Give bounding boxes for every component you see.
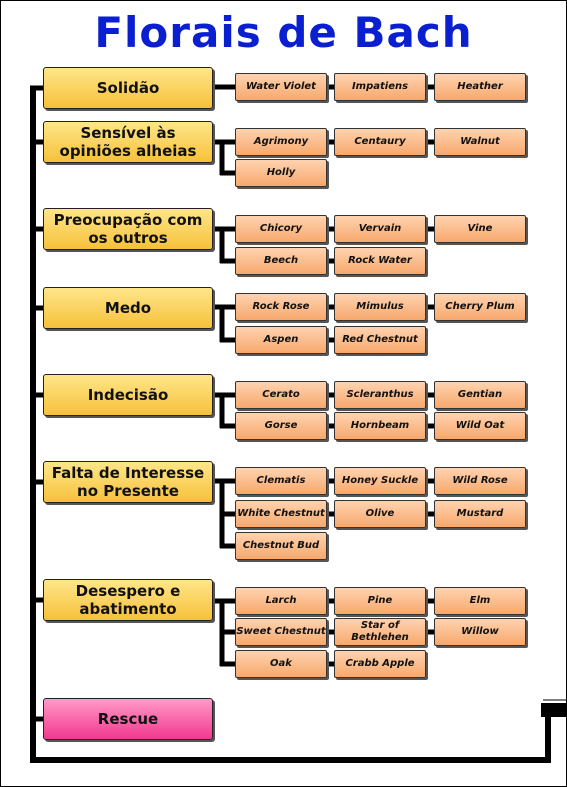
remedy-clematis: Clematis [235, 467, 327, 495]
remedy-wild-oat: Wild Oat [434, 412, 526, 440]
remedy-larch: Larch [235, 587, 327, 615]
remedy-vervain: Vervain [334, 215, 426, 243]
remedy-holly: Holly [235, 159, 327, 187]
remedy-pine: Pine [334, 587, 426, 615]
remedy-scleranthus: Scleranthus [334, 381, 426, 409]
remedy-star-of-bethlehen: Star of Bethlehen [334, 618, 426, 646]
remedy-elm: Elm [434, 587, 526, 615]
remedy-white-chestnut: White Chestnut [235, 500, 327, 528]
connector-terminal [541, 703, 567, 717]
remedy-gorse: Gorse [235, 412, 327, 440]
category-indecisao: Indecisão [43, 374, 213, 416]
remedy-crabb-apple: Crabb Apple [334, 650, 426, 678]
remedy-impatiens: Impatiens [334, 73, 426, 101]
remedy-centaury: Centaury [334, 128, 426, 156]
remedy-red-chestnut: Red Chestnut [334, 326, 426, 354]
remedy-mimulus: Mimulus [334, 293, 426, 321]
remedy-cerato: Cerato [235, 381, 327, 409]
remedy-aspen: Aspen [235, 326, 327, 354]
category-rescue: Rescue [43, 698, 213, 740]
remedy-cherry-plum: Cherry Plum [434, 293, 526, 321]
remedy-walnut: Walnut [434, 128, 526, 156]
remedy-chestnut-bud: Chestnut Bud [235, 532, 327, 560]
remedy-oak: Oak [235, 650, 327, 678]
remedy-olive: Olive [334, 500, 426, 528]
category-desespero-e-abatimento: Desespero e abatimento [43, 579, 213, 621]
remedy-vine: Vine [434, 215, 526, 243]
remedy-water-violet: Water Violet [235, 73, 327, 101]
category-preocupacao-com-os-outros: Preocupação com os outros [43, 208, 213, 250]
remedy-willow: Willow [434, 618, 526, 646]
page-title: Florais de Bach [94, 8, 473, 57]
remedy-wild-rose: Wild Rose [434, 467, 526, 495]
remedy-chicory: Chicory [235, 215, 327, 243]
category-sensivel-as-opinioes-alheias: Sensível às opiniões alheias [43, 121, 213, 163]
remedy-mustard: Mustard [434, 500, 526, 528]
category-falta-de-interesse-no-presente: Falta de Interesse no Presente [43, 461, 213, 503]
remedy-heather: Heather [434, 73, 526, 101]
category-medo: Medo [43, 287, 213, 329]
category-solidao: Solidão [43, 67, 213, 109]
remedy-agrimony: Agrimony [235, 128, 327, 156]
remedy-sweet-chestnut: Sweet Chestnut [235, 618, 327, 646]
remedy-beech: Beech [235, 247, 327, 275]
remedy-hornbeam: Hornbeam [334, 412, 426, 440]
remedy-rock-water: Rock Water [334, 247, 426, 275]
remedy-gentian: Gentian [434, 381, 526, 409]
remedy-rock-rose: Rock Rose [235, 293, 327, 321]
remedy-honey-suckle: Honey Suckle [334, 467, 426, 495]
